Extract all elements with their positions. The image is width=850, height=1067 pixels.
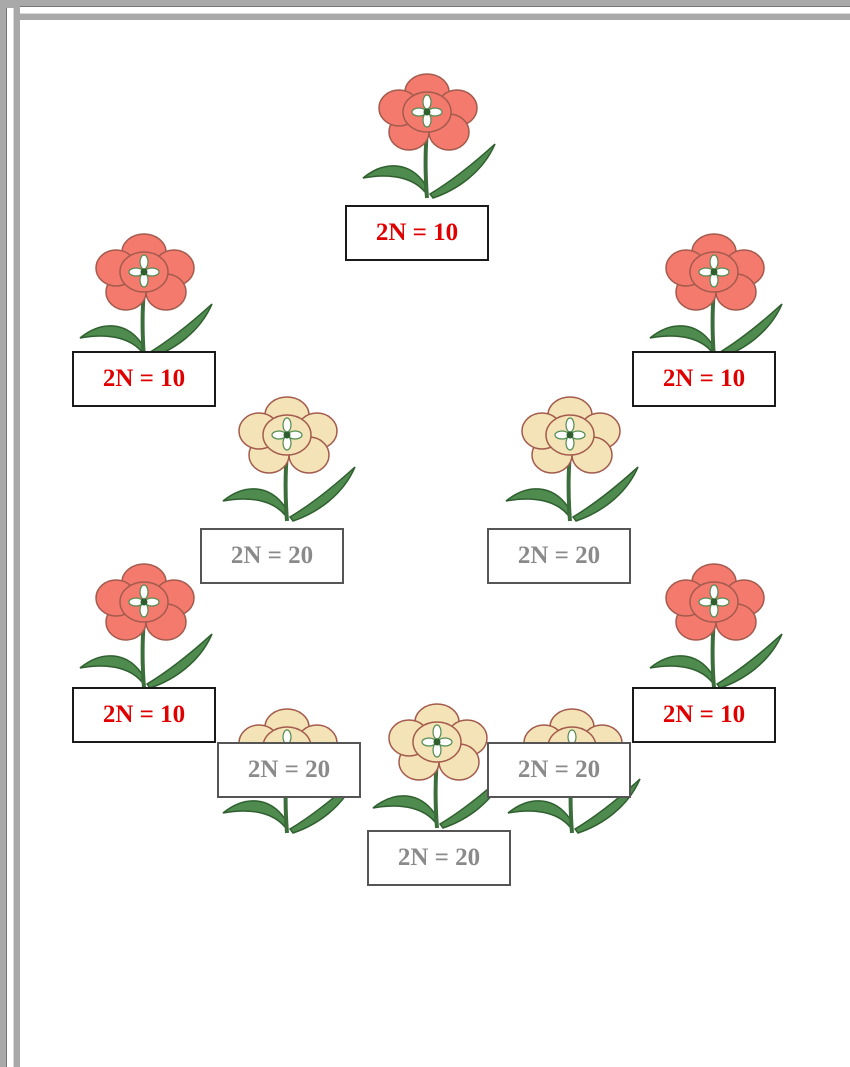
plant-red-flower	[72, 562, 222, 692]
diagram-page: 2N = 10 2N = 10 2N = 10 2N = 20 2N = 20 …	[20, 20, 850, 1067]
ploidy-label: 2N = 20	[217, 742, 361, 798]
plant-red-flower	[72, 232, 222, 362]
ploidy-label: 2N = 10	[632, 687, 776, 743]
red-flower-icon	[72, 232, 222, 362]
ploidy-label: 2N = 10	[72, 687, 216, 743]
plant-cream-flower	[498, 395, 648, 525]
ploidy-label: 2N = 10	[345, 205, 489, 261]
red-flower-icon	[642, 562, 792, 692]
ploidy-label: 2N = 20	[367, 830, 511, 886]
red-flower-icon	[72, 562, 222, 692]
plant-red-flower	[642, 232, 792, 362]
cream-flower-icon	[215, 395, 365, 525]
red-flower-icon	[355, 72, 505, 202]
red-flower-icon	[642, 232, 792, 362]
window-frame-top	[0, 0, 850, 20]
ploidy-label: 2N = 10	[632, 351, 776, 407]
cream-flower-icon	[498, 395, 648, 525]
plant-red-flower	[642, 562, 792, 692]
plant-cream-flower	[215, 395, 365, 525]
ploidy-label: 2N = 20	[487, 742, 631, 798]
plant-red-flower	[355, 72, 505, 202]
ploidy-label: 2N = 20	[487, 528, 631, 584]
window-frame-left	[0, 0, 20, 1067]
ploidy-label: 2N = 10	[72, 351, 216, 407]
